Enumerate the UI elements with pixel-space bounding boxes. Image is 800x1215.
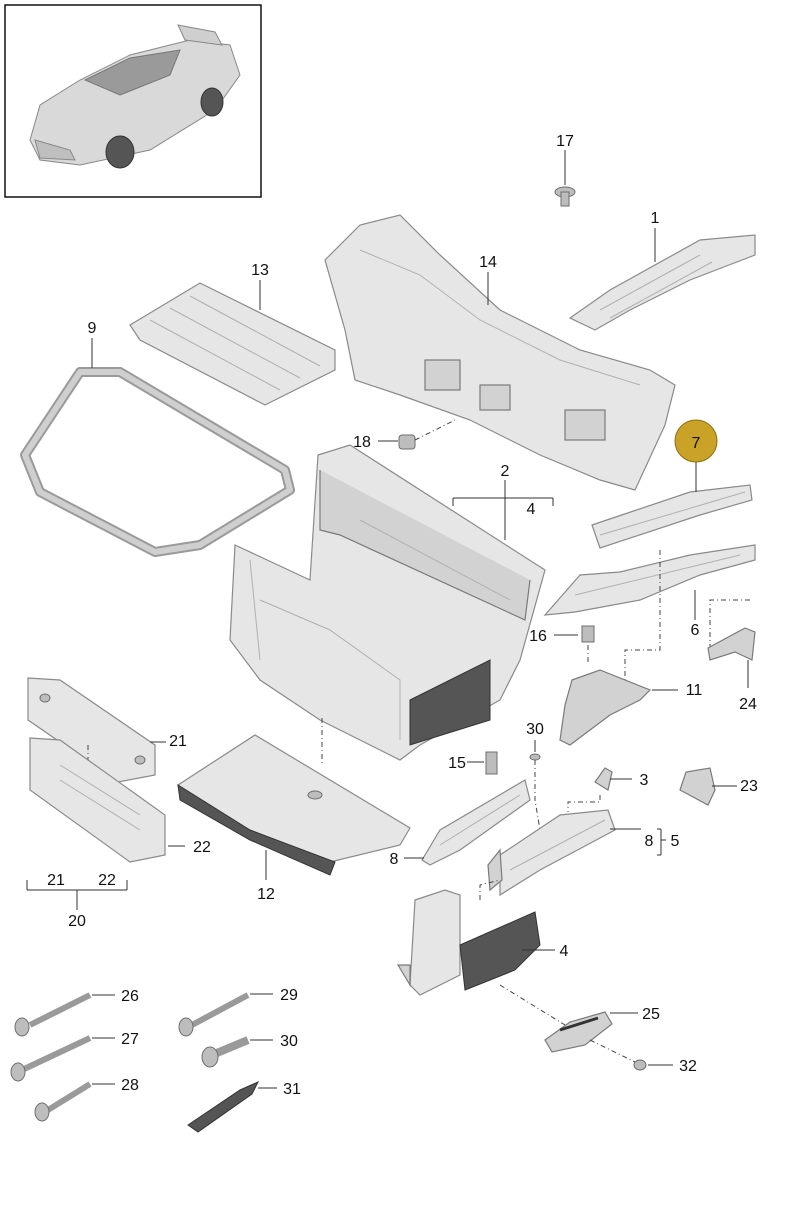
label-4-upper: 4 bbox=[527, 501, 536, 518]
part-30-rivet-lower bbox=[201, 1036, 250, 1068]
label-18: 18 bbox=[353, 434, 371, 451]
part-1-panel bbox=[568, 234, 756, 331]
label-30-upper: 30 bbox=[526, 721, 544, 738]
callout-labels: 17 1 14 13 9 18 7 2 4 6 16 11 24 30 21 1… bbox=[47, 133, 758, 1098]
part-11-bracket bbox=[559, 669, 652, 746]
part-9-frame bbox=[20, 367, 295, 557]
part-32-bolt bbox=[633, 1059, 647, 1071]
label-31: 31 bbox=[283, 1081, 301, 1098]
label-17: 17 bbox=[556, 133, 574, 150]
part-8-rail-left bbox=[421, 779, 531, 866]
part-18-clip bbox=[398, 434, 416, 450]
part-22-panel bbox=[29, 737, 166, 863]
label-3: 3 bbox=[640, 772, 649, 789]
label-30-lower: 30 bbox=[280, 1033, 298, 1050]
label-16: 16 bbox=[529, 628, 547, 645]
part-14-bulkhead bbox=[324, 214, 676, 491]
part-21-panel bbox=[27, 677, 156, 783]
label-20: 20 bbox=[68, 913, 86, 930]
label-8-right: 8 bbox=[645, 833, 654, 850]
part-31-sealant-tube bbox=[187, 1080, 260, 1133]
part-3-bracket bbox=[594, 767, 613, 791]
part-16-spacer bbox=[581, 625, 595, 643]
label-6: 6 bbox=[691, 622, 700, 639]
label-12: 12 bbox=[257, 886, 275, 903]
label-24: 24 bbox=[739, 696, 757, 713]
label-15: 15 bbox=[448, 755, 466, 772]
label-25: 25 bbox=[642, 1006, 660, 1023]
part-23-cap bbox=[679, 767, 716, 806]
label-26: 26 bbox=[121, 988, 139, 1005]
part-13-panel bbox=[129, 282, 336, 406]
label-28: 28 bbox=[121, 1077, 139, 1094]
label-22-group: 22 bbox=[98, 872, 116, 889]
part-4-lower-panel bbox=[396, 889, 541, 996]
label-8-left: 8 bbox=[390, 851, 399, 868]
label-21: 21 bbox=[169, 733, 187, 750]
part-26-rivet bbox=[14, 992, 92, 1037]
part-30-rivet-upper bbox=[529, 753, 541, 761]
label-14: 14 bbox=[479, 254, 497, 271]
label-29: 29 bbox=[280, 987, 298, 1004]
label-4-lower: 4 bbox=[560, 943, 569, 960]
highlight-badge-7 bbox=[674, 419, 718, 463]
label-13: 13 bbox=[251, 262, 269, 279]
label-7: 7 bbox=[692, 435, 701, 452]
label-22: 22 bbox=[193, 839, 211, 856]
label-27: 27 bbox=[121, 1031, 139, 1048]
label-5: 5 bbox=[671, 833, 680, 850]
label-23: 23 bbox=[740, 778, 758, 795]
label-9: 9 bbox=[88, 320, 97, 337]
part-25-bracket bbox=[544, 1011, 613, 1053]
label-32: 32 bbox=[679, 1058, 697, 1075]
label-1: 1 bbox=[651, 210, 660, 227]
part-7-panel bbox=[591, 484, 753, 549]
label-2: 2 bbox=[501, 463, 510, 480]
label-11: 11 bbox=[686, 682, 703, 699]
part-29-rivet bbox=[178, 992, 250, 1037]
part-6-rail bbox=[543, 544, 756, 616]
car-thumbnail bbox=[4, 4, 262, 198]
part-17-bolt bbox=[554, 186, 576, 207]
part-12-floor-panel bbox=[177, 734, 411, 876]
part-27-rivet bbox=[10, 1035, 92, 1082]
part-24-bracket bbox=[707, 627, 756, 661]
part-28-rivet bbox=[34, 1081, 92, 1122]
label-21-group: 21 bbox=[47, 872, 65, 889]
part-15-spacer bbox=[485, 751, 498, 775]
part-5-rail bbox=[487, 809, 616, 897]
part-2-front-tub bbox=[229, 444, 546, 761]
